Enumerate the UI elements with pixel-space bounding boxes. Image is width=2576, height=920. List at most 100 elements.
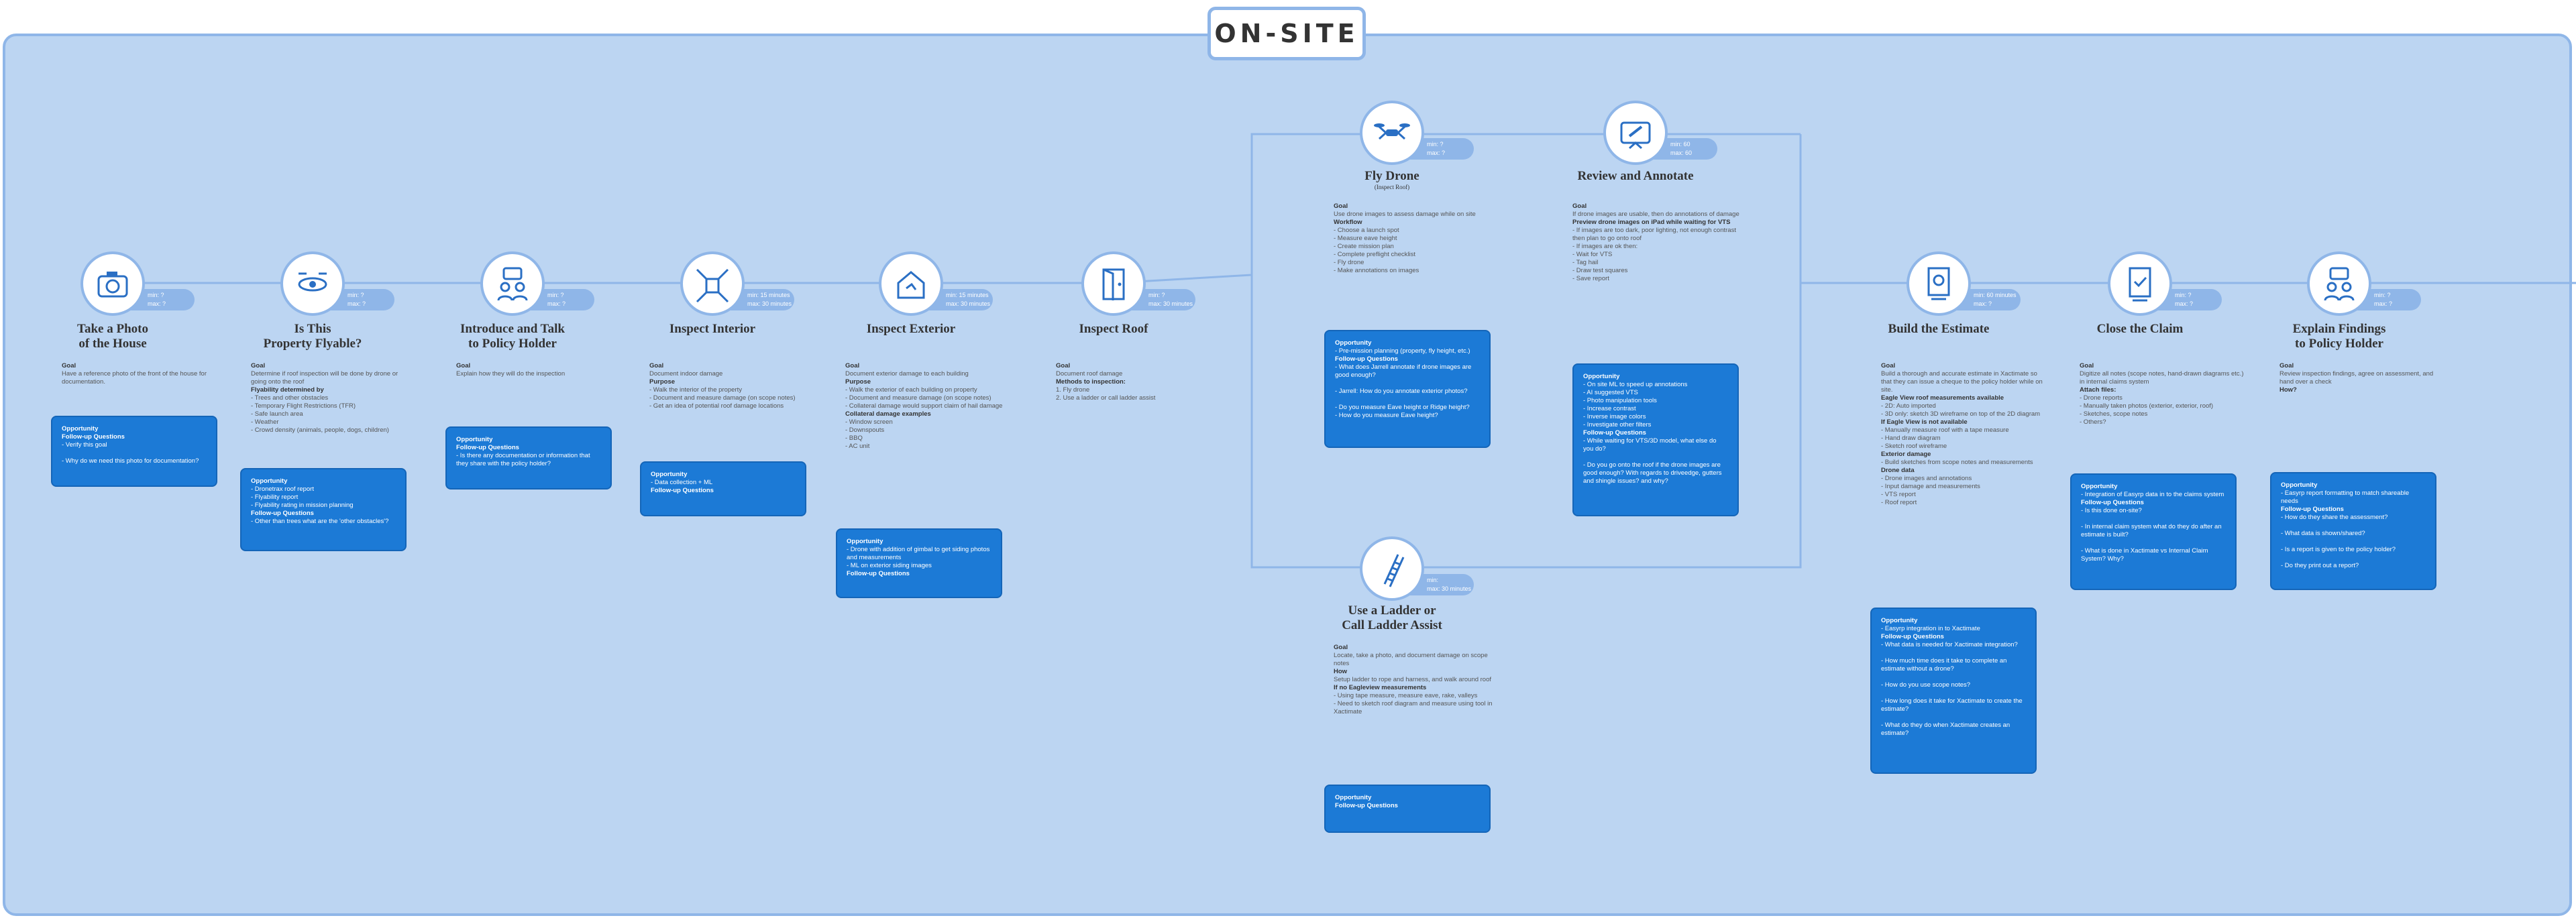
opportunity-card[interactable]: Opportunity- Easyrp integration in to Xa… xyxy=(1870,608,2037,774)
stage-title-text: Use a Ladder or Call Ladder Assist xyxy=(1342,603,1442,632)
note-heading: Purpose xyxy=(649,378,676,386)
opportunity-heading: Opportunity xyxy=(2081,483,2118,490)
note-heading: Workflow xyxy=(1334,219,1362,226)
opportunity-heading: Follow-up Questions xyxy=(1583,429,1646,437)
note-heading: Flyability determined by xyxy=(251,386,324,394)
opportunity-card[interactable]: Opportunity- On site ML to speed up anno… xyxy=(1572,363,1739,516)
house-damage-icon xyxy=(879,251,943,316)
note-text: - Choose a launch spot - Measure eave he… xyxy=(1334,227,1419,274)
note-text: - Drone images and annotations - Input d… xyxy=(1881,475,1980,506)
opportunity-text: - While waiting for VTS/3D model, what e… xyxy=(1583,437,1722,485)
stage-title: Inspect Exterior xyxy=(824,322,998,337)
duration-max: max: 30 minutes xyxy=(1427,585,1472,592)
note-heading: Attach files: xyxy=(2080,386,2116,394)
drone-icon xyxy=(1360,101,1424,165)
duration-min: min: ? xyxy=(547,292,564,298)
note-heading: Preview drone images on iPad while waiti… xyxy=(1572,219,1731,226)
duration-max: max: 30 minutes xyxy=(1148,300,1193,307)
stage-title-text: Build the Estimate xyxy=(1888,322,1990,336)
stage-subtitle: (Inspect Roof) xyxy=(1374,184,1410,190)
stage-title-text: Inspect Interior xyxy=(669,322,756,336)
door-icon xyxy=(1081,251,1146,316)
opportunity-card[interactable]: Opportunity- Easyrp report formatting to… xyxy=(2270,472,2436,590)
opportunity-card[interactable]: Opportunity- Drone with addition of gimb… xyxy=(836,528,1002,598)
opportunity-heading: Follow-up Questions xyxy=(62,433,125,441)
note-text: - Walk the exterior of each building on … xyxy=(845,386,1003,410)
opportunity-heading: Opportunity xyxy=(1881,617,1918,624)
note-heading: Exterior damage xyxy=(1881,451,1931,458)
duration-max: max: ? xyxy=(1974,300,1992,307)
note-heading: Methods to inspection: xyxy=(1056,378,1126,386)
duration-min: min: xyxy=(1427,577,1439,583)
duration-min: min: 60 minutes xyxy=(1974,292,2017,298)
opportunity-card[interactable]: Opportunity- Pre-mission planning (prope… xyxy=(1324,330,1491,448)
duration-min: min: ? xyxy=(347,292,364,298)
stage-title-text: Explain Findings to Policy Holder xyxy=(2292,322,2386,351)
opportunity-heading: Opportunity xyxy=(1335,794,1372,801)
duration-max: max: ? xyxy=(1427,150,1446,156)
note-heading: Collateral damage examples xyxy=(845,410,931,418)
camera-icon xyxy=(80,251,145,316)
note-heading: Goal xyxy=(1881,362,1896,369)
duration-max: max: ? xyxy=(347,300,366,307)
stage-title-text: Fly Drone xyxy=(1364,169,1419,183)
note-heading: Goal xyxy=(1334,203,1348,210)
note-text: Document roof damage xyxy=(1056,370,1123,378)
opportunity-heading: Follow-up Questions xyxy=(456,444,519,451)
note-text: - Build sketches from scope notes and me… xyxy=(1881,459,2033,466)
opportunity-text: - Data collection + ML xyxy=(651,479,713,486)
note-heading: Goal xyxy=(649,362,664,369)
opportunity-heading: Opportunity xyxy=(2281,481,2318,489)
people-talk-icon xyxy=(480,251,545,316)
opportunity-text: - Easyrp report formatting to match shar… xyxy=(2281,490,2410,505)
duration-max: max: ? xyxy=(2175,300,2194,307)
note-heading: Goal xyxy=(1056,362,1071,369)
stage-title-text: Review and Annotate xyxy=(1577,169,1694,183)
opportunity-card[interactable]: Opportunity- Dronetrax roof report - Fly… xyxy=(240,468,407,551)
opportunity-text: - Is this done on-site? - In internal cl… xyxy=(2081,507,2222,563)
stage-title: Inspect Interior xyxy=(625,322,800,337)
opportunity-card[interactable]: Opportunity- Data collection + ML Follow… xyxy=(640,461,806,516)
duration-min: min: 15 minutes xyxy=(946,292,989,298)
opportunity-card[interactable]: Opportunity- Integration of Easyrp data … xyxy=(2070,473,2237,590)
note-text: Use drone images to assess damage while … xyxy=(1334,211,1476,218)
note-text: Review inspection findings, agree on ass… xyxy=(2279,370,2434,386)
stage-title: Take a Photo of the House xyxy=(25,322,200,351)
section-title: ON-SITE xyxy=(1214,19,1359,48)
note-heading: Goal xyxy=(845,362,860,369)
opportunity-heading: Follow-up Questions xyxy=(1335,355,1398,363)
note-text: - Trees and other obstacles - Temporary … xyxy=(251,394,389,434)
document-check-icon xyxy=(2108,251,2172,316)
opportunity-text: - Pre-mission planning (property, fly he… xyxy=(1335,347,1470,355)
opportunity-heading: Opportunity xyxy=(456,436,493,443)
opportunity-heading: Follow-up Questions xyxy=(847,570,910,577)
stage-title: Build the Estimate xyxy=(1851,322,2026,337)
opportunity-heading: Follow-up Questions xyxy=(1881,633,1944,640)
note-heading: How? xyxy=(2279,386,2297,394)
duration-min: min: ? xyxy=(1148,292,1165,298)
note-text: Setup ladder to rope and harness, and wa… xyxy=(1334,676,1492,683)
opportunity-heading: Follow-up Questions xyxy=(2081,499,2144,506)
note-heading: Goal xyxy=(2080,362,2094,369)
note-text: - If images are too dark, poor lighting,… xyxy=(1572,227,1736,282)
duration-max: max: 60 xyxy=(1670,150,1693,156)
branch-drone-line xyxy=(1113,133,1392,284)
opportunity-text: - Easyrp integration in to Xactimate xyxy=(1881,625,1980,632)
opportunity-text: - What data is needed for Xactimate inte… xyxy=(1881,641,2023,737)
note-text: - Drone reports - Manually taken photos … xyxy=(2080,394,2214,426)
stage-title-text: Inspect Roof xyxy=(1079,322,1148,336)
duration-min: min: ? xyxy=(2374,292,2391,298)
